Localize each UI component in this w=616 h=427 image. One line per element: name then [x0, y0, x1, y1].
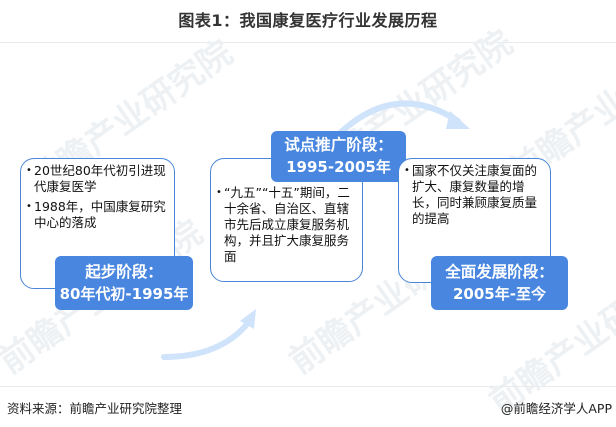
curved-arrow-icon: [335, 100, 470, 138]
stage-1-bullet: 20世纪80年代初引进现代康复医学: [26, 163, 168, 195]
stage-2-bullet: “九五”“十五”期间，二十余省、自治区、直辖市先后成立康复服务机构，并且扩大康复…: [216, 185, 356, 265]
stage-2-name: 试点推广阶段：: [284, 136, 393, 154]
stage-3-period: 2005年-至今: [453, 285, 546, 303]
stage-2-period: 1995-2005年: [286, 158, 391, 176]
stage-1-name: 起步阶段：: [85, 263, 163, 281]
bottom-divider: [0, 386, 616, 387]
stage-1-bullet: 1988年，中国康复研究中心的落成: [26, 199, 168, 231]
credit-note: @前瞻经济学人APP: [500, 401, 612, 416]
stage-3-name: 全面发展阶段：: [445, 263, 554, 281]
curved-arrow-icon: [161, 309, 256, 360]
stage-1-period: 80年代初-1995年: [59, 285, 189, 303]
source-note: 资料来源：前瞻产业研究院整理: [7, 401, 183, 416]
stage-3-label: 全面发展阶段： 2005年-至今: [431, 256, 568, 310]
stage-1-label: 起步阶段： 80年代初-1995年: [55, 256, 193, 310]
stage-2-label: 试点推广阶段： 1995-2005年: [271, 131, 406, 182]
top-divider: [0, 42, 616, 43]
chart-title: 图表1：我国康复医疗行业发展历程: [178, 11, 438, 30]
stage-3-bullet: 国家不仅关注康复面的扩大、康复数量的增长，同时兼顾康复质量的提高: [404, 163, 544, 227]
